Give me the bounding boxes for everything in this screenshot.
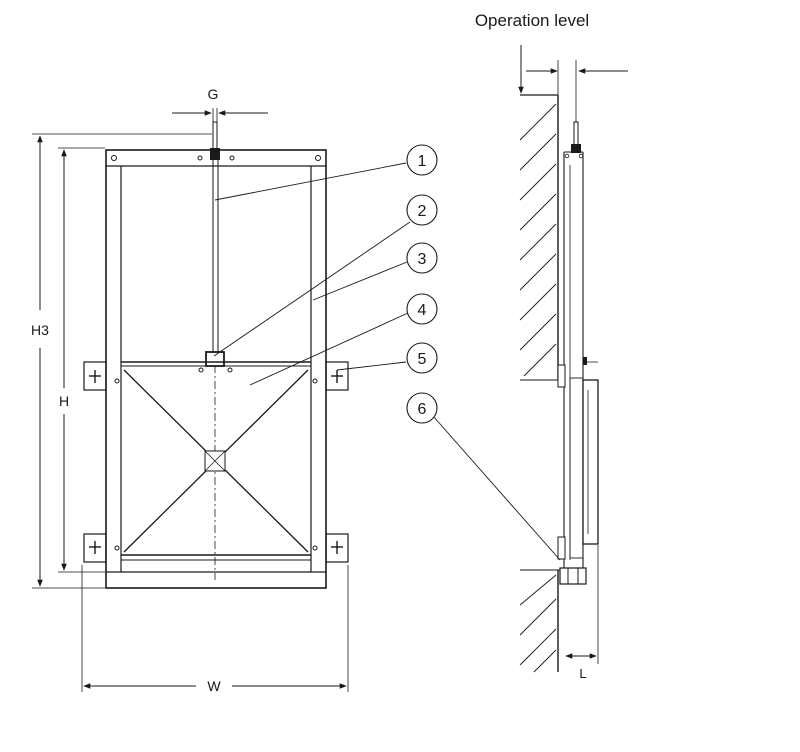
yoke-bolt-left bbox=[111, 155, 117, 161]
label-g: G bbox=[208, 86, 219, 102]
dimension-l: L bbox=[565, 545, 599, 681]
callout-5: 5 bbox=[406, 342, 438, 374]
frame-outer bbox=[105, 149, 327, 589]
dimension-operation-level: Operation level bbox=[475, 11, 628, 122]
anchor-bracket-upper-left bbox=[83, 361, 107, 391]
dimension-h: H bbox=[58, 147, 105, 573]
wall-hatch-upper bbox=[519, 103, 557, 377]
leader-1 bbox=[214, 162, 407, 201]
side-bolt bbox=[578, 153, 584, 159]
front-view: G H3 H W bbox=[31, 86, 411, 694]
side-bolt bbox=[564, 153, 570, 159]
leaf-bolt bbox=[114, 545, 120, 551]
callout-3-label: 3 bbox=[418, 251, 427, 268]
stem-top bbox=[212, 121, 218, 151]
callout-1-label: 1 bbox=[418, 153, 427, 170]
anchor-bracket-lower-right bbox=[325, 533, 349, 563]
callout-4: 4 bbox=[406, 293, 438, 325]
side-leaf-rib bbox=[569, 377, 584, 559]
label-h3: H3 bbox=[31, 322, 49, 338]
callout-3: 3 bbox=[406, 242, 438, 274]
leader-3 bbox=[312, 261, 408, 301]
callout-5-label: 5 bbox=[418, 351, 427, 368]
anchor-bracket-upper-right bbox=[325, 361, 349, 391]
yoke-bolt-right bbox=[315, 155, 321, 161]
dimension-w: W bbox=[81, 565, 349, 694]
leader-2 bbox=[213, 221, 411, 357]
callout-1: 1 bbox=[406, 144, 438, 176]
leader-4 bbox=[249, 312, 409, 386]
anchor-bracket-lower-left bbox=[83, 533, 107, 563]
leaf-bolt bbox=[114, 378, 120, 384]
label-operation-level: Operation level bbox=[475, 11, 589, 30]
connector-bolt bbox=[227, 367, 233, 373]
label-w: W bbox=[207, 678, 221, 694]
dimension-g: G bbox=[172, 86, 268, 122]
dimension-h3: H3 bbox=[31, 133, 212, 589]
wall-hatch-lower bbox=[519, 574, 557, 673]
leaf-bolt bbox=[312, 378, 318, 384]
leader-5 bbox=[336, 361, 407, 371]
label-l: L bbox=[579, 666, 586, 681]
spindle-connector bbox=[205, 351, 225, 367]
callout-4-label: 4 bbox=[418, 302, 427, 319]
brace-centre-cross bbox=[204, 450, 226, 472]
callout-6: 6 bbox=[406, 392, 438, 424]
leader-6 bbox=[432, 415, 561, 561]
leaf-bolt bbox=[312, 545, 318, 551]
connector-bolt bbox=[198, 367, 204, 373]
label-h: H bbox=[59, 393, 69, 409]
side-anchor-upper bbox=[557, 364, 566, 388]
side-tab bbox=[583, 357, 587, 365]
side-view: Operation level L bbox=[432, 11, 628, 681]
side-anchor-lower bbox=[557, 536, 566, 560]
callout-2-label: 2 bbox=[418, 203, 427, 220]
yoke-bolt bbox=[197, 155, 203, 161]
side-stem-nut bbox=[571, 144, 581, 153]
stem-nut bbox=[210, 148, 220, 160]
side-leaf-plate bbox=[582, 379, 599, 545]
yoke-bolt bbox=[229, 155, 235, 161]
bottom-seal bbox=[559, 567, 587, 585]
callout-6-label: 6 bbox=[418, 401, 427, 418]
callout-2: 2 bbox=[406, 194, 438, 226]
